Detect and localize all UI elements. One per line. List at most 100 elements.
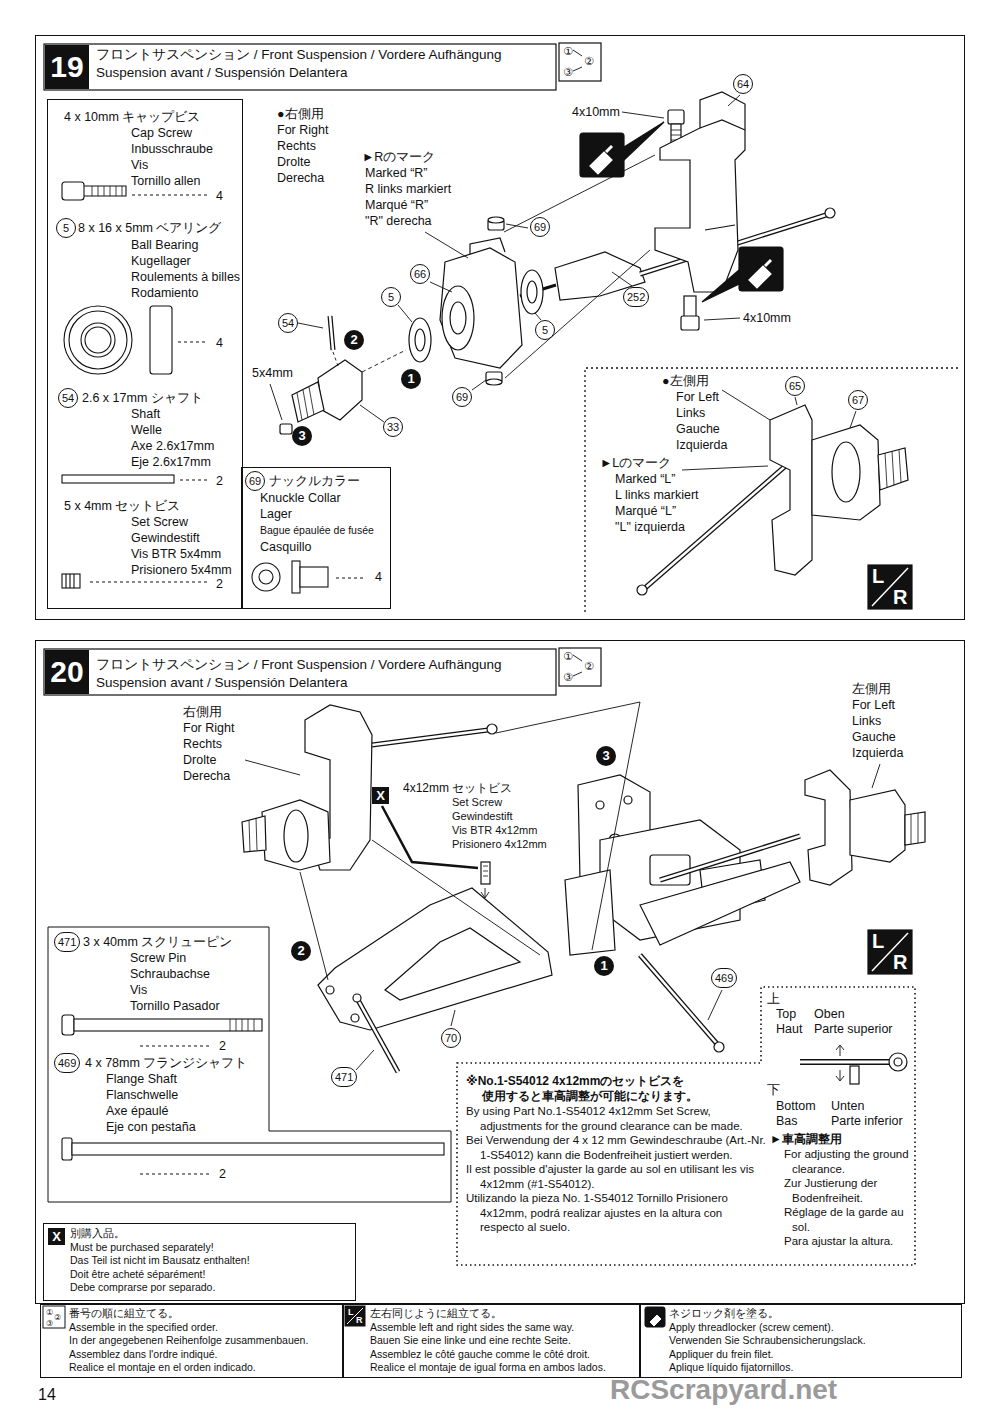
step20-leaders-part [481, 892, 489, 898]
text-label: Flange Shaft [106, 1071, 177, 1087]
callout-number: 64 [733, 74, 753, 94]
text-label: R links markiert [365, 181, 451, 197]
step19-leaders-part [298, 323, 323, 328]
text-label: Bottom [776, 1098, 816, 1114]
text-label: ナックルカラー [269, 473, 360, 489]
text-label: Vis [130, 982, 147, 998]
step19-assembly-part [624, 122, 664, 160]
step20-assembly-part [353, 994, 361, 1002]
order-icon-digit: ① [46, 1308, 53, 1317]
text-label: Rechts [277, 138, 316, 154]
text-label: ●左側用 [662, 373, 709, 389]
step19-leaders [270, 50, 960, 676]
step19-assembly-part [770, 405, 812, 575]
step-heading: フロントサスペンション / Front Suspension / Vordere… [96, 656, 501, 674]
step19-assembly-part [825, 208, 835, 218]
parts-pictures-part [150, 306, 172, 374]
text-label: Drolte [183, 752, 216, 768]
parts-pictures-part [252, 563, 280, 591]
step-number: 20 [45, 650, 89, 694]
step19-assembly-part [878, 448, 908, 490]
step19-assembly-part [702, 270, 739, 302]
count-dashes [90, 195, 366, 1174]
text-label: Shaft [131, 406, 160, 422]
text-label: Vis [131, 157, 148, 173]
left-right-icon-letter: L [872, 931, 884, 951]
text-label: Lager [260, 506, 292, 522]
order-icon-digit: ③ [563, 671, 573, 683]
text-label: "L" izquierda [615, 519, 685, 535]
step19-assembly-part [700, 120, 745, 230]
text-label: Flanschwelle [106, 1087, 178, 1103]
step20-assembly-part [905, 812, 925, 845]
step20-assembly-part [894, 1058, 902, 1066]
text-label: By using Part No.1-S54012 4x12mm Set Scr… [466, 1104, 768, 1133]
text-label: 2 [219, 1166, 226, 1182]
text-label: L links markiert [615, 487, 699, 503]
text-label: Prisionero 5x4mm [131, 562, 232, 578]
parts-pictures-part [69, 311, 127, 369]
callout-number: 67 [848, 390, 868, 410]
text-label: Inbusschraube [131, 141, 213, 157]
step19-leaders-part [728, 95, 740, 106]
step19-assembly-part [739, 247, 783, 291]
parts-list-box: 4713 x 40mm スクリューピンScrew PinSchraubachse… [47, 926, 452, 1203]
text-label: Assemble left and right sides the same w… [370, 1321, 574, 1335]
text-label: For Left [676, 389, 719, 405]
step19-assembly-part [488, 217, 504, 223]
text-label: 2 [216, 576, 223, 592]
text-label: Apply threadlocker (screw cement). [669, 1321, 834, 1335]
text-label: Welle [131, 422, 162, 438]
text-label: 左右同じように組立てる。 [370, 1307, 502, 1321]
order-icon-digit: ② [54, 1313, 61, 1322]
callout-number: 252 [623, 287, 649, 307]
callout-number: 471 [54, 932, 80, 952]
order-icon-digit: ② [584, 660, 594, 672]
step19-assembly-part [330, 316, 333, 350]
legend-box: ネジロック剤を塗る。Apply threadlocker (screw ceme… [640, 1304, 962, 1378]
step20-assembly-part [483, 866, 488, 876]
text-label: Ball Bearing [131, 237, 198, 253]
header-frames-part [44, 649, 556, 695]
text-label: 下 [767, 1082, 780, 1098]
text-label: ※No.1-S54012 4x12mmのセットビスを [466, 1074, 768, 1089]
text-label: Tornillo Pasador [130, 998, 220, 1014]
parts-pictures-part [66, 574, 74, 588]
step20-leaders-part [872, 764, 880, 788]
text-label: Bas [776, 1113, 798, 1129]
text-label: Axe épaulé [106, 1103, 169, 1119]
step19-leaders-part [425, 232, 468, 258]
step20-assembly-part [805, 770, 852, 885]
step19-assembly-part [684, 296, 696, 318]
parts-pictures-part [72, 1143, 444, 1155]
text-label: Knuckle Collar [260, 490, 341, 506]
text-label: 2 [219, 1038, 226, 1054]
step20-leaders-part [356, 1050, 374, 1070]
text-label: Eje con pestaña [106, 1119, 196, 1135]
text-label: 上 [767, 991, 780, 1007]
step19-assembly-part [655, 92, 745, 292]
step19-assembly-part [590, 152, 612, 174]
step20-assembly-part [284, 810, 308, 862]
text-label: Gauche [676, 421, 720, 437]
step-marker: 3 [292, 426, 312, 446]
text-label: 4 [216, 188, 223, 204]
parts-list-box: 69ナックルカラーKnuckle CollarLagerBague épaulé… [241, 467, 391, 609]
count-dashes-part [336, 578, 366, 579]
step19-assembly-part [415, 329, 425, 351]
text-label: Debe comprarse por separado. [70, 1281, 215, 1295]
text-label: Drolte [277, 154, 310, 170]
step19-assembly-part [749, 266, 771, 288]
parts-pictures-part [300, 567, 328, 587]
parts-pictures-part [62, 1138, 72, 1160]
step19-leaders-part [704, 318, 740, 320]
step20-leaders-part [485, 888, 486, 897]
step-marker: 1 [401, 369, 421, 389]
step19-leaders-part [573, 50, 582, 676]
text-label: 8 x 16 x 5mm ベアリング [78, 220, 222, 236]
text-label: 右側用 [183, 704, 222, 720]
callout-number: 5 [381, 287, 401, 307]
order-icon-digit: ③ [46, 1319, 53, 1328]
text-label: 4 x 78mm フランジシャフト [85, 1055, 247, 1071]
